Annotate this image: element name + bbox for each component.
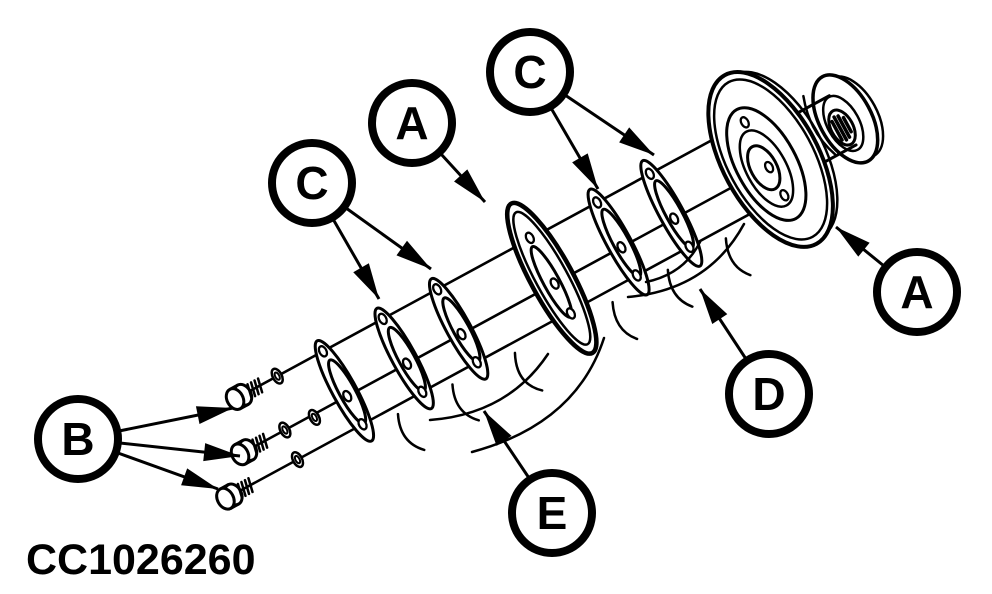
callout-circle <box>34 395 122 483</box>
callout-a-upper: A <box>368 79 456 167</box>
washer <box>278 421 292 439</box>
d-target-arc <box>626 222 746 299</box>
callout-arrow-a-right <box>835 225 885 268</box>
callout-arrow-c-left-2 <box>345 206 432 271</box>
callout-d: D <box>725 350 813 438</box>
callout-letter: C <box>295 157 328 209</box>
callout-letter: B <box>61 413 94 465</box>
callout-arrow-b2 <box>119 441 241 462</box>
callout-arrow-d <box>698 288 748 360</box>
callout-e: E <box>508 469 596 557</box>
callout-circle <box>873 248 961 336</box>
plate-5 <box>639 158 704 268</box>
flange-bolt-holes <box>739 116 790 202</box>
figure-id: CC1026260 <box>26 536 256 584</box>
backing-disc <box>504 200 599 356</box>
shaft-assembly-illustration <box>215 70 885 511</box>
plate-1 <box>313 338 376 443</box>
callout-c-upper: C <box>486 28 574 116</box>
callouts: C A C A B D E <box>34 28 961 557</box>
callout-a-right: A <box>873 248 961 336</box>
washer <box>307 408 322 427</box>
callout-circle <box>508 469 596 557</box>
flange-drum <box>706 70 839 249</box>
callout-arrow-e <box>482 410 531 479</box>
plate-2 <box>373 306 435 411</box>
spline-teeth <box>830 114 853 142</box>
bolt-1 <box>224 377 264 411</box>
callout-arrow-c-upper-1 <box>549 107 600 190</box>
callout-arrow-c-left-1 <box>331 218 381 300</box>
callout-letter: D <box>752 368 785 420</box>
callout-b: B <box>34 395 122 483</box>
callout-circle <box>486 28 574 116</box>
callout-letter: C <box>513 46 546 98</box>
lock-washers <box>270 367 322 469</box>
callout-letter: A <box>900 266 933 318</box>
bolt-2 <box>229 432 269 467</box>
far-edge-arcs <box>396 237 752 452</box>
plate-3 <box>427 276 490 381</box>
callout-circle <box>725 350 813 438</box>
splined-bore <box>827 108 857 147</box>
d-inner-arc <box>644 240 702 284</box>
callout-arrow-b3 <box>117 451 219 491</box>
bolt-3 <box>215 476 254 511</box>
bolt-threads <box>236 476 254 499</box>
callout-c-left: C <box>268 139 356 227</box>
callout-arrows <box>117 93 885 491</box>
callout-letter: A <box>395 97 428 149</box>
callout-arrow-a-upper <box>439 152 487 204</box>
callout-circle <box>368 79 456 167</box>
washer <box>270 367 284 385</box>
callout-letter: E <box>537 487 568 539</box>
bolt-threads <box>251 432 269 455</box>
callout-circle <box>268 139 356 227</box>
bolt-threads <box>246 377 264 400</box>
callout-arrow-c-upper-2 <box>564 93 655 157</box>
washer <box>290 450 305 469</box>
e-target-arc <box>428 352 550 422</box>
callout-arrow-b1 <box>118 406 234 433</box>
